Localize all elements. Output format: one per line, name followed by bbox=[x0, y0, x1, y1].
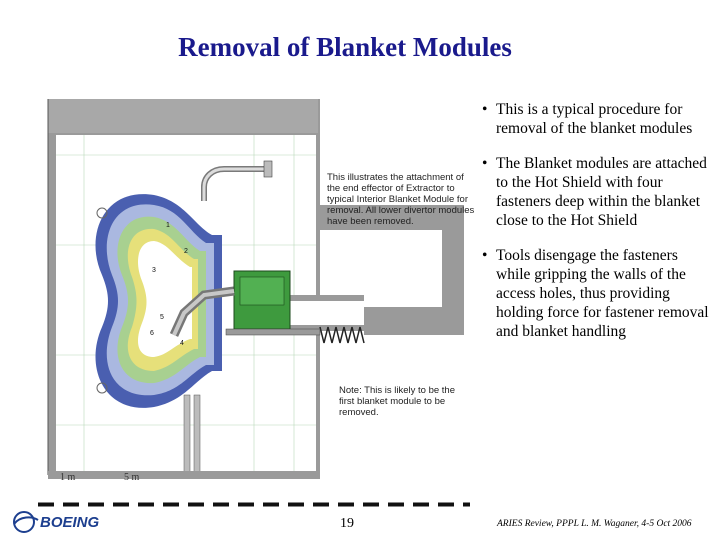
extractor-rail bbox=[225, 328, 321, 336]
boeing-logo: BOEING bbox=[13, 511, 100, 533]
module-label-6: 6 bbox=[150, 330, 154, 337]
module-label-3: 3 bbox=[152, 267, 156, 274]
module-label-1: 1 bbox=[166, 222, 170, 229]
dashed-divider bbox=[38, 502, 470, 507]
blanket-removal-diagram: 1 2 3 4 5 6 bbox=[47, 99, 464, 479]
module-label-2: 2 bbox=[184, 248, 188, 255]
port-duct bbox=[320, 205, 464, 335]
bullet-item: •The Blanket modules are attached to the… bbox=[482, 155, 707, 229]
lower-pipe-right bbox=[193, 394, 201, 476]
top-flange bbox=[263, 160, 273, 178]
callout-first-module-note: Note: This is likely to be the first bla… bbox=[339, 385, 455, 418]
bellows bbox=[319, 326, 365, 344]
port-marker-bottom bbox=[96, 382, 108, 394]
bullet-list: •This is a typical procedure for removal… bbox=[482, 100, 712, 357]
bullet-text: The Blanket modules are attached to the … bbox=[496, 155, 707, 229]
bullet-text: Tools disengage the fasteners while grip… bbox=[496, 247, 709, 340]
top-pipe-inner bbox=[202, 167, 264, 201]
scale-label-5m: 5 m bbox=[124, 472, 140, 483]
callout-attachment-note: This illustrates the attachment of the e… bbox=[327, 172, 475, 227]
module-label-4: 4 bbox=[180, 340, 184, 347]
floor-strip bbox=[48, 471, 320, 479]
extractor-panel bbox=[239, 276, 285, 306]
page-number: 19 bbox=[340, 516, 354, 531]
extractor-arm-highlight bbox=[172, 289, 235, 336]
module-label-5: 5 bbox=[160, 314, 164, 321]
bullet-item: •This is a typical procedure for removal… bbox=[482, 101, 693, 137]
lower-pipe-left bbox=[183, 394, 191, 476]
port-marker-top bbox=[96, 207, 108, 219]
bullet-item: •Tools disengage the fasteners while gri… bbox=[482, 247, 709, 340]
duct-opening bbox=[320, 230, 442, 307]
top-wall-strip bbox=[48, 99, 318, 133]
footer-citation: ARIES Review, PPPL L. M. Waganer, 4-5 Oc… bbox=[497, 519, 692, 529]
boeing-logo-text: BOEING bbox=[40, 514, 100, 531]
bullet-text: This is a typical procedure for removal … bbox=[496, 101, 693, 137]
slide-title: Removal of Blanket Modules bbox=[178, 32, 512, 62]
scale-label-1m: 1 m bbox=[60, 472, 76, 483]
